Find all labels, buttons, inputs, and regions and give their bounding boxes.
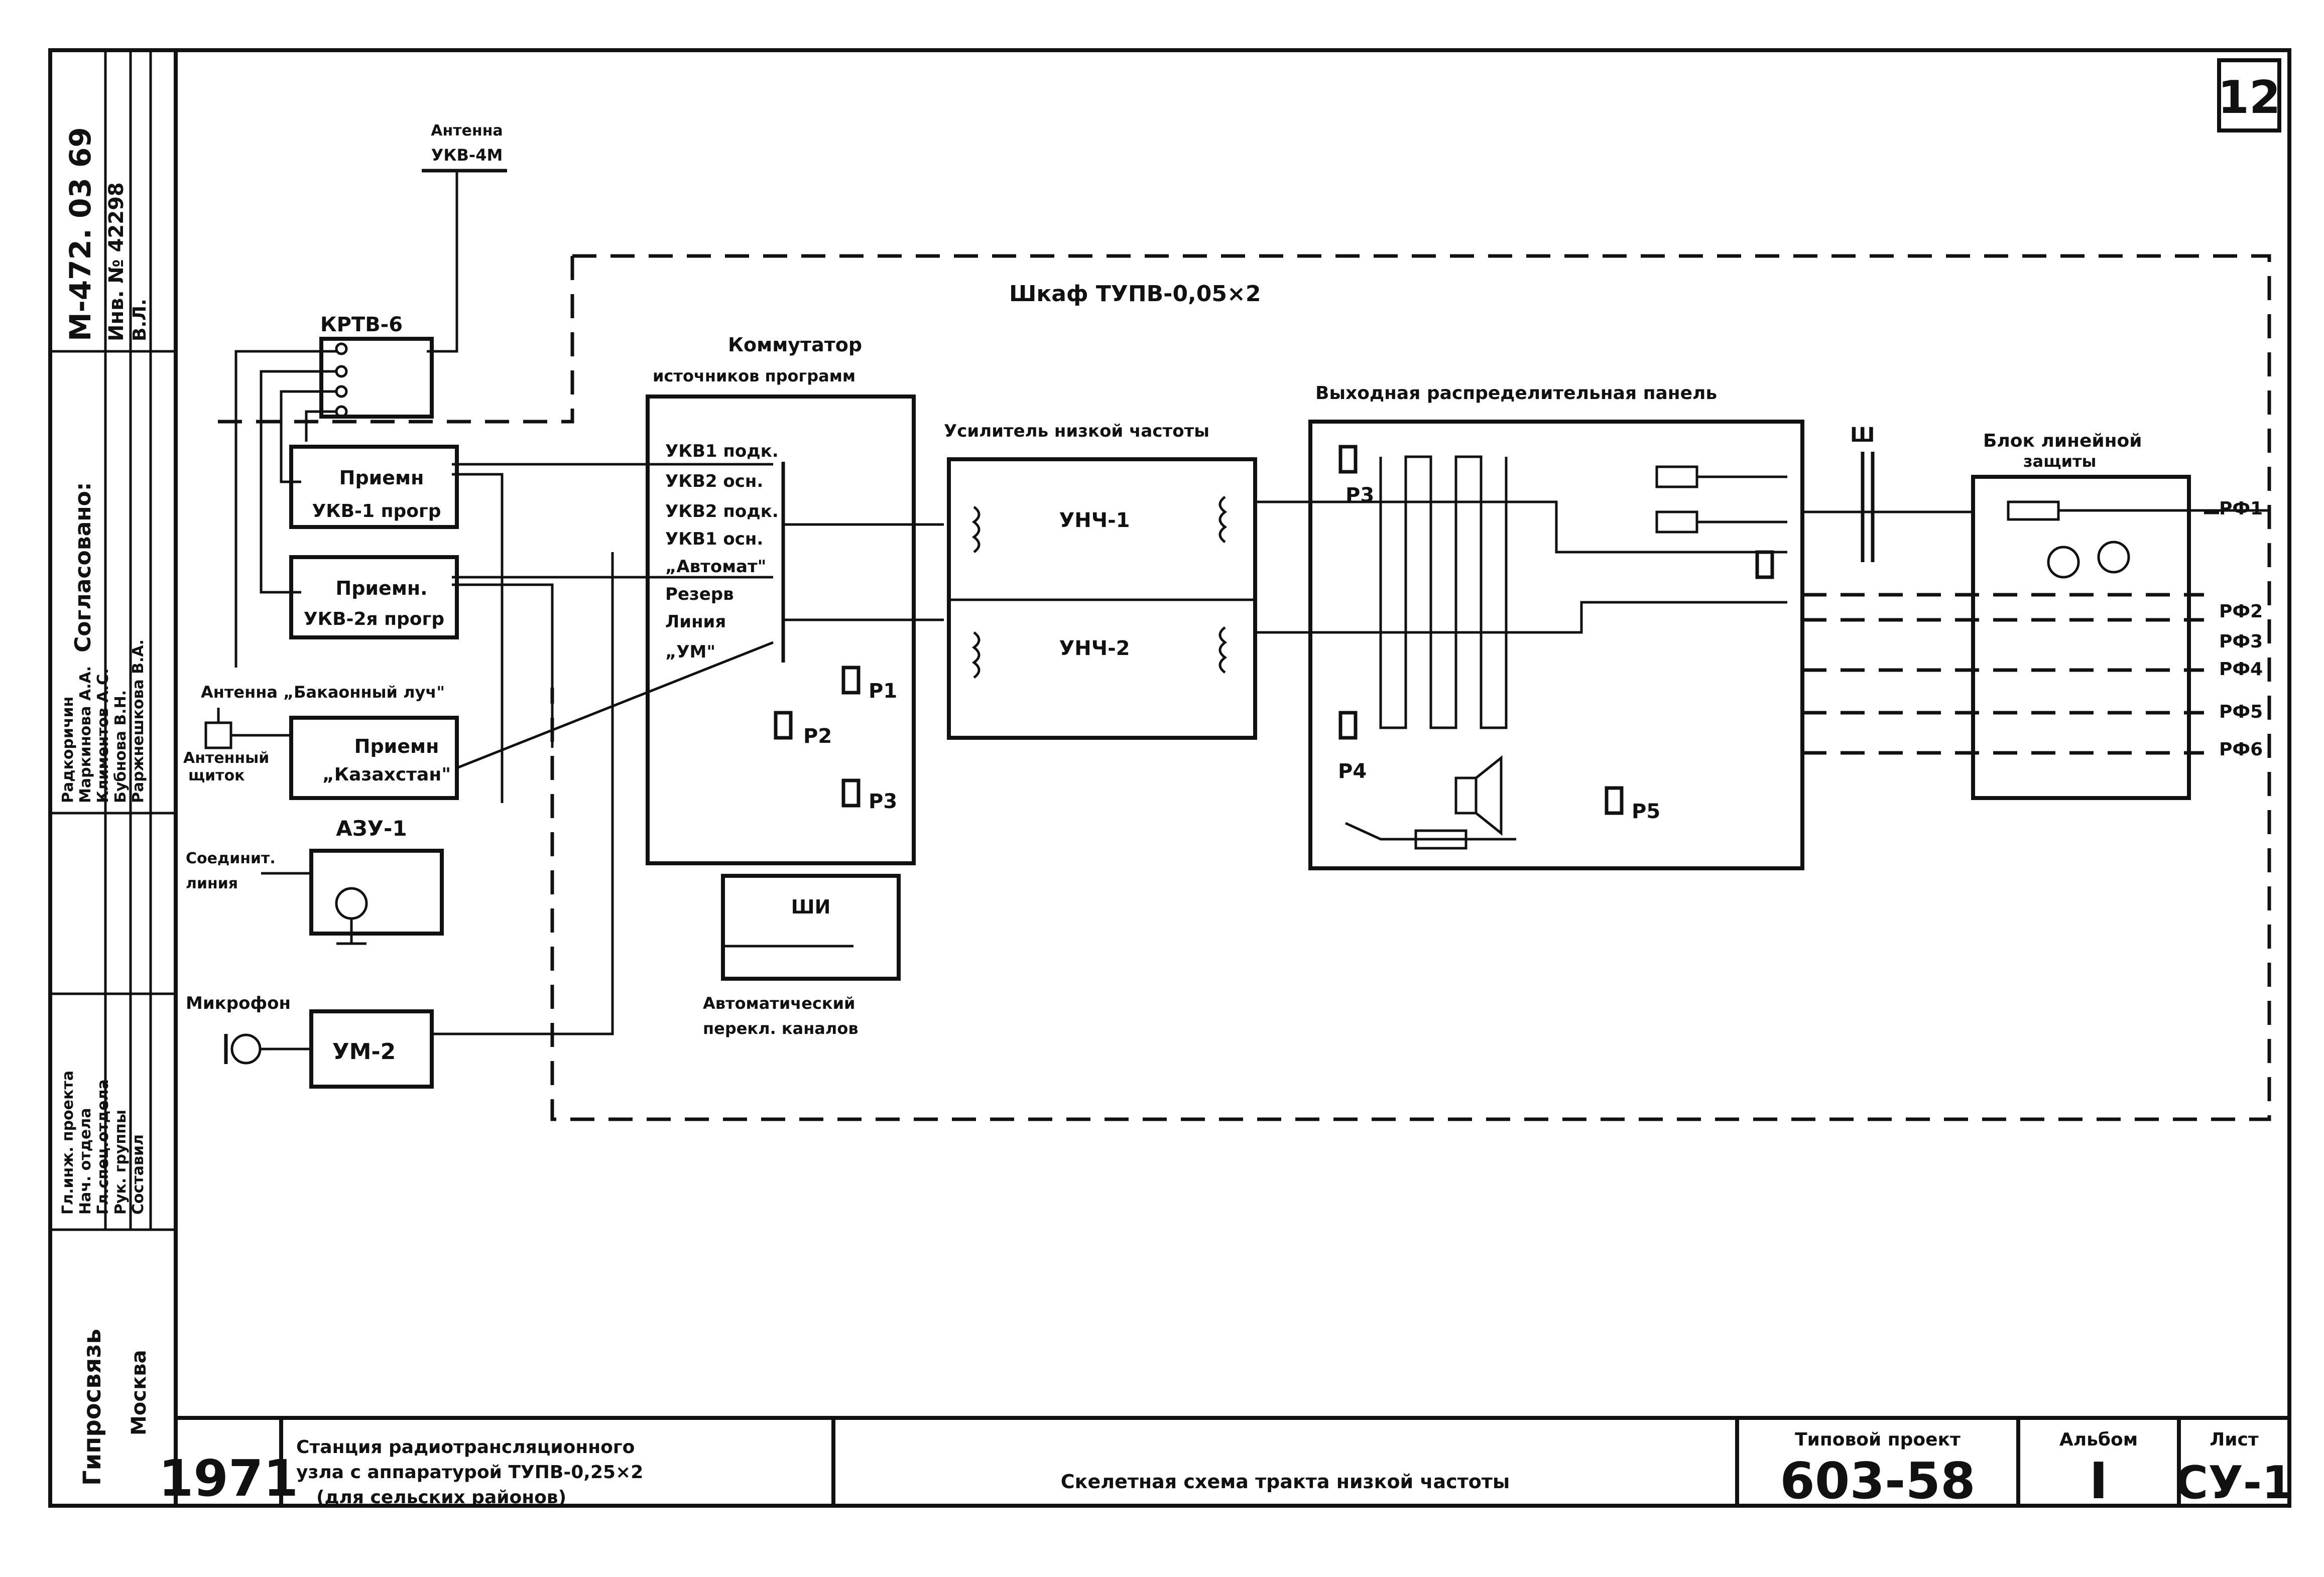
drawing-title: Скелетная схема тракта низкой частоты (1061, 1471, 1510, 1493)
output-rf3: РФ3 (2219, 631, 2263, 652)
project-label: Типовой проект (1795, 1429, 1961, 1450)
name-0: Радкоричин (59, 697, 77, 803)
output-panel: Выходная распределительная панель Р3 Р4 … (1308, 383, 1804, 870)
relay-p4: Р4 (1338, 760, 1367, 783)
auto-switch-title2: перекл. каналов (703, 1019, 859, 1038)
name-3: Бубнова В.Н. (112, 690, 130, 803)
organization: Гипросвязь (78, 1329, 106, 1486)
switch-pos-0: УКВ1 подк. (665, 441, 779, 461)
amplifier-block: Усилитель низкой частоты УНЧ-1 УНЧ-2 (944, 421, 1310, 740)
auto-switch-block: ШИ Автоматический перекл. каналов (703, 874, 901, 1038)
sheet-number: СУ-1 (2175, 1457, 2293, 1509)
receiver-3-line2: „Казахстан" (322, 764, 451, 785)
approved-header: Согласовано: (70, 482, 96, 653)
amplifier-title: Усилитель низкой частоты (944, 421, 1209, 441)
conn-line-2: линия (186, 875, 238, 892)
name-1: Маркинова А.А. (77, 666, 94, 803)
microphone-label: Микрофон (186, 993, 291, 1013)
um2-label: УМ-2 (332, 1039, 396, 1065)
antenna-model: УКВ-4М (431, 146, 503, 165)
receiver-ukv1: Приемн УКВ-1 прогр (289, 445, 459, 529)
sheet-label: Лист (2210, 1429, 2258, 1450)
cabinet-title: Шкаф ТУПВ-0,05×2 (1009, 281, 1261, 307)
page-number-box (2217, 58, 2281, 133)
receiver-1-line1: Приемн (339, 467, 424, 489)
name-4: Раржнешкова В.А. (130, 639, 147, 803)
receiver-kazakhstan: Приемн „Казахстан" (289, 716, 459, 800)
microphone-block: Микрофон УМ-2 (186, 552, 614, 1089)
receiver-ukv2: Приемн. УКВ-2я прогр (289, 555, 459, 639)
switch-pos-6: Линия (665, 612, 726, 632)
relay-p3-out: Р3 (1346, 484, 1374, 507)
switch-pos-3: УКВ1 осн. (665, 529, 763, 549)
output-rf1: РФ1 (2219, 498, 2263, 519)
relay-p5: Р5 (1632, 800, 1660, 823)
commutator-block: Коммутатор источников программ УКВ1 подк… (452, 334, 944, 865)
azu-label: АЗУ-1 (336, 816, 407, 841)
antenna-wave-label: Антенна „Бакаонный луч" (201, 683, 445, 702)
role-0: Гл.инж. проекта (59, 1071, 77, 1215)
antenna-title: Антенна (431, 122, 503, 140)
switch-pos-7: „УМ" (665, 642, 715, 662)
protection-line2: защиты (2023, 452, 2096, 471)
receiver-3-line1: Приемн (354, 735, 439, 757)
receiver-2-line1: Приемн. (335, 577, 427, 599)
name-2: Климентов А.С. (94, 668, 112, 803)
relays: Р1 Р2 Р3 (774, 666, 897, 813)
output-rf4: РФ4 (2219, 659, 2263, 680)
unch-2: УНЧ-2 (1059, 637, 1130, 660)
city: Москва (128, 1350, 151, 1435)
output-lines: РФ1 РФ2 РФ3 РФ4 РФ5 РФ6 (1802, 498, 2263, 760)
protection-line1: Блок линейной (1983, 431, 2142, 451)
azu-1-block: АЗУ-1 Соединит. линия (186, 816, 444, 945)
antenna-panel-line2: щиток (188, 767, 245, 784)
unch-1: УНЧ-1 (1059, 509, 1130, 532)
relay-p3: Р3 (869, 790, 897, 813)
inventory-number: Инв. № 42298 (105, 182, 128, 341)
cabinet-enclosure: Шкаф ТУПВ-0,05×2 (211, 254, 2271, 1121)
title-block: 1971 Станция радиотрансляционного узла с… (159, 1416, 2293, 1510)
auto-switch-label: ШИ (791, 896, 831, 918)
album-label: Альбом (2059, 1429, 2138, 1450)
sheet-frame (48, 48, 2291, 1508)
commutator-subtitle: источников программ (653, 366, 855, 385)
antenna-ukv: Антенна УКВ-4М (422, 122, 507, 353)
line-protection-block: Ш Блок линейной защиты (1802, 424, 2269, 800)
relay-p2: Р2 (803, 725, 832, 748)
left-stamp: М-472. 03 69 Инв. № 42298 В.Л. Согласова… (50, 50, 176, 1486)
station-line3: (для сельских районов) (316, 1487, 566, 1508)
switch-pos-2: УКВ2 подк. (665, 501, 779, 521)
receiver-1-line2: УКВ-1 прогр (312, 501, 441, 521)
receiver-2-line2: УКВ-2я прогр (304, 609, 444, 629)
switch-pos-5: Резерв (665, 584, 734, 604)
output-rf6: РФ6 (2219, 739, 2263, 760)
role-3: Рук. группы (112, 1110, 130, 1215)
sh-label: Ш (1850, 424, 1875, 447)
switch-pos-4: „Автомат" (665, 557, 766, 577)
sheet-code: В.Л. (130, 299, 150, 341)
role-2: Гл.спец.отдела (94, 1079, 112, 1215)
commutator-title: Коммутатор (728, 334, 862, 356)
output-rf5: РФ5 (2219, 702, 2263, 722)
auto-switch-title1: Автоматический (703, 994, 855, 1013)
page-number: 12 (2218, 71, 2280, 124)
year: 1971 (159, 1449, 298, 1508)
conn-line-1: Соединит. (186, 850, 276, 867)
station-line2: узла с аппаратурой ТУПВ-0,25×2 (296, 1462, 643, 1483)
relay-p1: Р1 (869, 680, 897, 703)
output-rf2: РФ2 (2219, 601, 2263, 622)
krtv-label: КРТВ-6 (320, 313, 403, 336)
doc-code: М-472. 03 69 (63, 127, 97, 341)
krtv-6-block: КРТВ-6 (234, 313, 434, 668)
role-4: Составил (130, 1134, 147, 1215)
switch-pos-1: УКВ2 осн. (665, 471, 763, 491)
antenna-panel-line1: Антенный (183, 749, 269, 767)
album-number: I (2089, 1452, 2108, 1510)
output-panel-title: Выходная распределительная панель (1315, 383, 1717, 404)
project-number: 603-58 (1780, 1452, 1975, 1510)
antenna-panel: Антенна „Бакаонный луч" Антенный щиток (183, 683, 445, 784)
role-1: Нач. отдела (77, 1108, 94, 1215)
station-line1: Станция радиотрансляционного (296, 1437, 635, 1458)
